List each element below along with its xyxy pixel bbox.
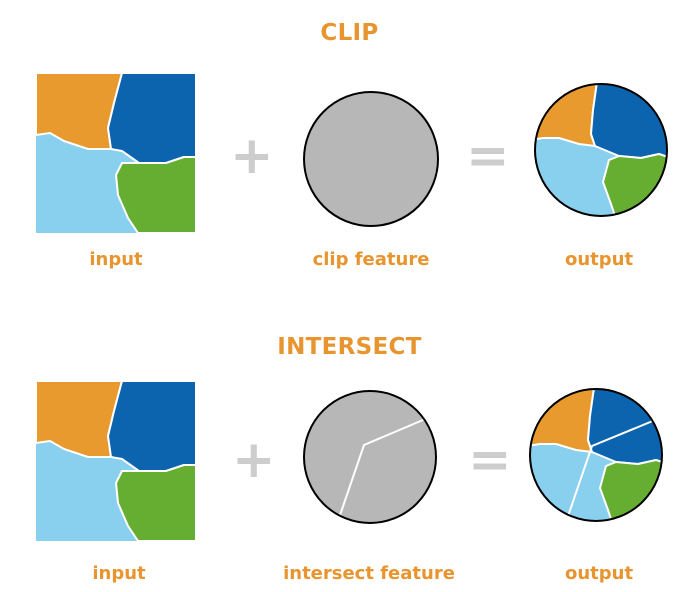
intersect-input-label: input — [92, 563, 146, 584]
clip-equals-sign: = — [466, 126, 510, 186]
clip-output-label: output — [564, 249, 634, 270]
intersect-circle-icon — [303, 390, 437, 524]
clip-circle-icon — [303, 91, 439, 227]
clip-feature-label: clip feature — [312, 249, 430, 270]
clip-input-label: input — [89, 249, 143, 270]
clipped-output-icon — [534, 83, 668, 217]
clip-plus-sign: + — [230, 126, 274, 186]
intersect-feature-label: intersect feature — [283, 563, 455, 584]
intersect-input-polygons-icon — [36, 381, 196, 541]
intersected-output-icon — [529, 388, 663, 522]
clip-title: CLIP — [320, 20, 379, 46]
intersect-title: INTERSECT — [277, 334, 422, 360]
clip-input-polygons-icon — [36, 73, 196, 233]
intersect-plus-sign: + — [232, 430, 276, 490]
intersect-equals-sign: = — [468, 430, 512, 490]
intersect-output-label: output — [564, 563, 634, 584]
